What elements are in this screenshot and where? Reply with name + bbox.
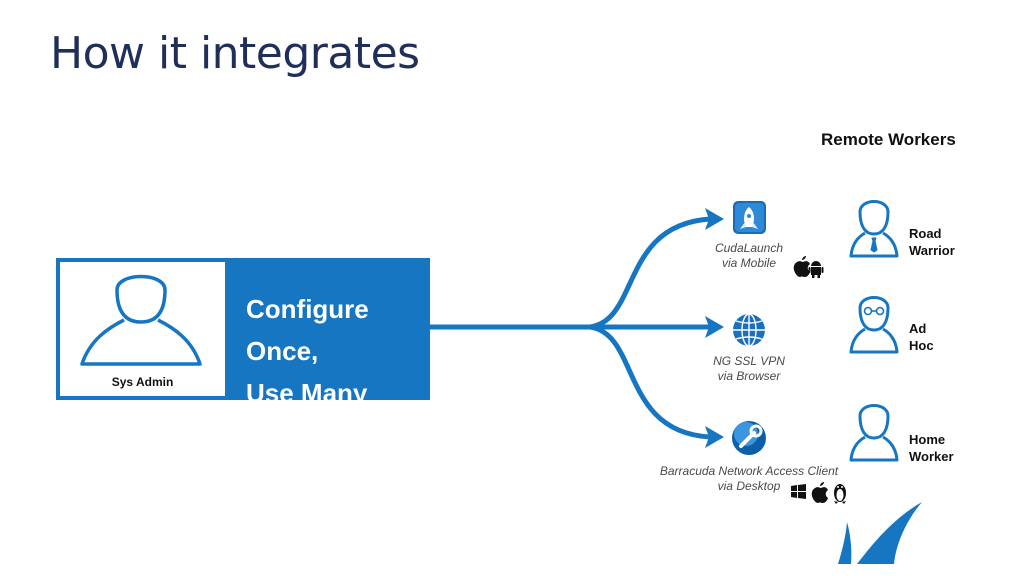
ssl-vpn-caption: NG SSL VPN via Browser (690, 354, 808, 384)
user-icon (80, 274, 202, 366)
ad-hoc-label: Ad Hoc (909, 320, 934, 354)
page-title: How it integrates (50, 28, 420, 79)
arrowhead-middle (705, 316, 724, 338)
user-with-tie-icon (849, 200, 899, 258)
home-worker-line-1: Home (909, 432, 946, 447)
sys-admin-card: Sys Admin (60, 262, 225, 396)
sys-admin-panel: Sys Admin Configure Once, Use Many (56, 258, 430, 408)
android-icon (808, 261, 824, 278)
ssl-vpn-via: via Browser (717, 369, 781, 383)
linux-icon (834, 484, 846, 504)
user-icon (849, 404, 899, 462)
ad-hoc-line-2: Hoc (909, 338, 934, 353)
network-access-client-name: Barracuda Network Access Client (659, 464, 839, 478)
branch-top (587, 216, 713, 330)
cudalaunch-name: CudaLaunch (714, 241, 784, 255)
configure-line-1: Configure Once, (246, 294, 369, 366)
arrowhead-top (705, 208, 724, 230)
ssl-vpn-name: NG SSL VPN (713, 354, 785, 368)
globe-icon (733, 313, 765, 347)
home-worker-label: Home Worker (909, 431, 954, 465)
network-access-client-caption: Barracuda Network Access Client via Desk… (650, 464, 848, 494)
apple-icon (811, 482, 828, 503)
user-with-glasses-icon (849, 296, 899, 354)
home-worker-line-2: Worker (909, 449, 954, 464)
remote-workers-heading: Remote Workers (821, 130, 956, 149)
road-warrior-line-1: Road (909, 226, 942, 241)
network-access-client-via: via Desktop (717, 479, 781, 493)
branch-bottom (587, 324, 713, 440)
wrench-icon (732, 421, 766, 455)
ad-hoc-line-1: Ad (909, 321, 927, 336)
windows-icon (791, 484, 806, 499)
cudalaunch-via: via Mobile (721, 256, 777, 270)
configure-line-2: Use Many (246, 378, 368, 408)
arrowhead-bottom (705, 426, 724, 448)
cudalaunch-icon (733, 201, 766, 234)
configure-once-heading: Configure Once, Use Many (246, 288, 430, 414)
road-warrior-line-2: Warrior (909, 243, 955, 258)
sys-admin-label: Sys Admin (111, 375, 174, 389)
road-warrior-label: Road Warrior (909, 225, 955, 259)
apple-icon (793, 256, 810, 277)
barracuda-logo (838, 502, 922, 564)
cudalaunch-caption: CudaLaunch via Mobile (698, 241, 800, 271)
